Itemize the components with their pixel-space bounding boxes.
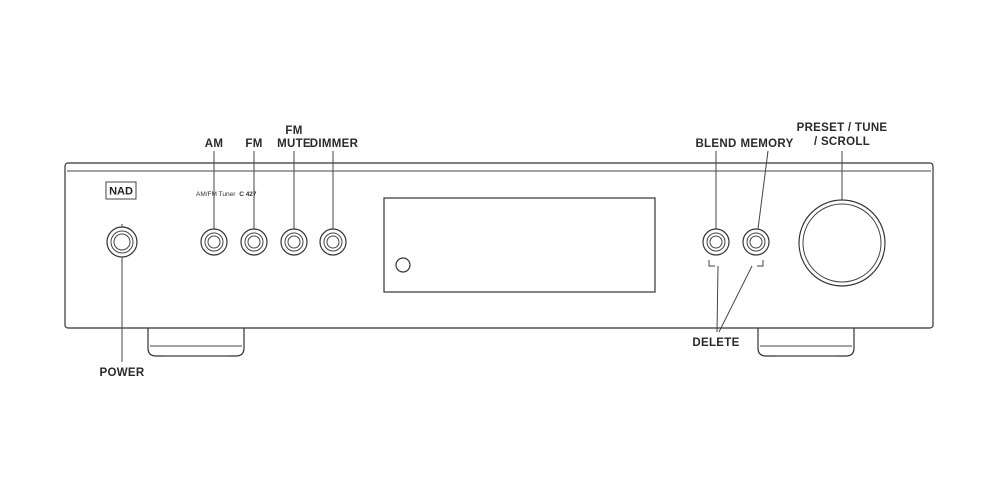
preset-tune-scroll-knob[interactable] — [798, 199, 886, 287]
fm-label: FM — [245, 138, 262, 150]
callout-labels: AM FM FM MUTE DIMMER BLEND MEMORY PRESET… — [100, 122, 888, 379]
memory-label: MEMORY — [740, 138, 793, 150]
callout-lines — [121, 150, 843, 362]
delete-label: DELETE — [692, 337, 739, 349]
power-label: POWER — [100, 367, 145, 379]
delete-leader-right — [718, 265, 753, 333]
fm-mute-button[interactable] — [280, 228, 308, 256]
fm-mute-label-line2: MUTE — [277, 138, 311, 150]
blend-button[interactable] — [702, 228, 730, 256]
memory-leader — [757, 150, 769, 230]
right-foot — [757, 328, 855, 357]
model-name: AM/FM Tuner C 427 — [196, 191, 257, 198]
fm-mute-label-line1: FM — [285, 125, 302, 137]
nad-logo-text: NAD — [109, 186, 133, 198]
am-label: AM — [205, 138, 224, 150]
blend-label: BLEND — [695, 138, 736, 150]
memory-button[interactable] — [742, 228, 770, 256]
nad-logo: NAD — [105, 181, 137, 200]
memory-delete-mark — [757, 260, 764, 267]
ir-sensor — [395, 257, 411, 273]
chassis-outline — [64, 162, 934, 329]
blend-delete-mark — [708, 260, 715, 267]
chassis — [64, 162, 934, 329]
delete-leader-left — [716, 265, 719, 333]
display-window — [383, 197, 656, 293]
preset-label-line2: / SCROLL — [814, 136, 870, 148]
am-button[interactable] — [200, 228, 228, 256]
dimmer-label: DIMMER — [310, 138, 359, 150]
power-button[interactable] — [106, 224, 138, 258]
dimmer-button[interactable] — [319, 228, 347, 256]
preset-label-line1: PRESET / TUNE — [797, 122, 888, 134]
feet — [147, 328, 855, 357]
left-foot — [147, 328, 245, 357]
fm-button[interactable] — [240, 228, 268, 256]
